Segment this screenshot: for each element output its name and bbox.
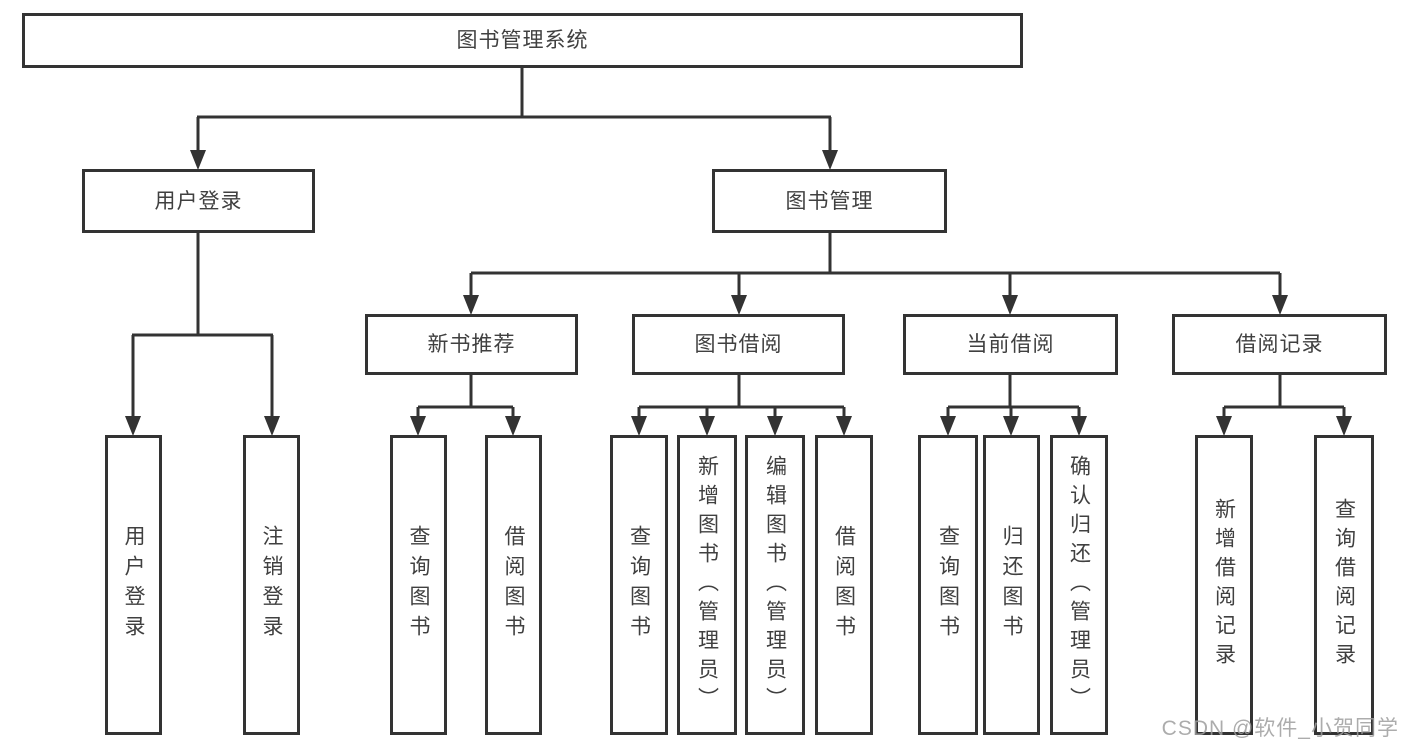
connector-bookmgmt-to-level3 xyxy=(469,233,1282,298)
arrow-down-icon xyxy=(463,295,479,315)
leaf-user-login: 用户登录 xyxy=(105,435,162,735)
leaf-logout: 注销登录 xyxy=(243,435,300,735)
node-label: 图书管理 xyxy=(785,189,874,213)
leaf-query-books-current: 查询图书 xyxy=(918,435,978,735)
node-label: 注销登录 xyxy=(260,525,283,645)
connector-currentborrow-to-leaves xyxy=(946,375,1081,420)
arrow-down-icon xyxy=(505,416,521,436)
arrow-down-icon xyxy=(125,416,141,436)
node-label: 图书管理系统 xyxy=(456,29,589,52)
node-label: 编辑图书（管理员） xyxy=(763,454,787,716)
connector-userlogin-to-leaves xyxy=(131,233,274,420)
node-label: 查询图书 xyxy=(627,525,651,645)
connector-bookborrow-to-leaves xyxy=(637,375,846,420)
arrow-down-icon xyxy=(1272,295,1288,315)
leaf-return-book: 归还图书 xyxy=(983,435,1040,735)
node-label: 确认归还（管理员） xyxy=(1067,454,1091,716)
connector-borrowrecords-to-leaves xyxy=(1222,375,1346,420)
arrow-down-icon xyxy=(264,416,280,436)
leaf-edit-book-admin: 编辑图书（管理员） xyxy=(745,435,805,735)
node-label: 新书推荐 xyxy=(427,333,516,356)
node-label: 查询图书 xyxy=(936,525,960,645)
node-label: 当前借阅 xyxy=(966,333,1055,356)
arrow-down-icon xyxy=(1336,416,1352,436)
connector-root-to-level2 xyxy=(196,68,832,153)
arrow-down-icon xyxy=(731,295,747,315)
node-label: 新增图书（管理员） xyxy=(695,454,719,716)
leaf-query-borrow-record: 查询借阅记录 xyxy=(1314,435,1374,735)
arrow-down-icon xyxy=(190,150,206,170)
leaf-borrow-books-recommend: 借阅图书 xyxy=(485,435,542,735)
arrow-down-icon xyxy=(1216,416,1232,436)
node-label: 用户登录 xyxy=(122,525,145,645)
node-label: 新增借阅记录 xyxy=(1212,498,1236,672)
node-label: 用户登录 xyxy=(154,189,243,213)
node-book-borrowing: 图书借阅 xyxy=(632,314,845,375)
node-book-management: 图书管理 xyxy=(712,169,947,233)
node-label: 借阅图书 xyxy=(502,525,525,645)
csdn-watermark: CSDN @软件_小贺同学 xyxy=(1161,717,1399,740)
node-label: 借阅图书 xyxy=(832,525,856,645)
node-current-borrowing: 当前借阅 xyxy=(903,314,1118,375)
arrow-down-icon xyxy=(1003,416,1019,436)
arrow-down-icon xyxy=(940,416,956,436)
leaf-confirm-return-admin: 确认归还（管理员） xyxy=(1050,435,1108,735)
arrow-down-icon xyxy=(631,416,647,436)
leaf-borrow-books: 借阅图书 xyxy=(815,435,873,735)
connector-newbook-to-leaves xyxy=(416,375,515,420)
arrow-down-icon xyxy=(767,416,783,436)
node-label: 图书借阅 xyxy=(694,333,783,356)
node-library-management-system: 图书管理系统 xyxy=(22,13,1023,68)
arrow-down-icon xyxy=(1002,295,1018,315)
node-label: 归还图书 xyxy=(1000,525,1023,645)
node-new-book-recommendation: 新书推荐 xyxy=(365,314,578,375)
arrow-down-icon xyxy=(410,416,426,436)
leaf-add-borrow-record: 新增借阅记录 xyxy=(1195,435,1253,735)
leaf-add-book-admin: 新增图书（管理员） xyxy=(677,435,737,735)
node-label: 借阅记录 xyxy=(1235,333,1324,356)
leaf-query-books-borrow: 查询图书 xyxy=(610,435,668,735)
leaf-query-books-recommend: 查询图书 xyxy=(390,435,447,735)
node-borrowing-records: 借阅记录 xyxy=(1172,314,1387,375)
node-user-login: 用户登录 xyxy=(82,169,315,233)
arrow-down-icon xyxy=(836,416,852,436)
node-label: 查询借阅记录 xyxy=(1332,498,1356,672)
arrow-down-icon xyxy=(699,416,715,436)
arrow-down-icon xyxy=(1071,416,1087,436)
node-label: 查询图书 xyxy=(407,525,430,645)
arrow-down-icon xyxy=(822,150,838,170)
